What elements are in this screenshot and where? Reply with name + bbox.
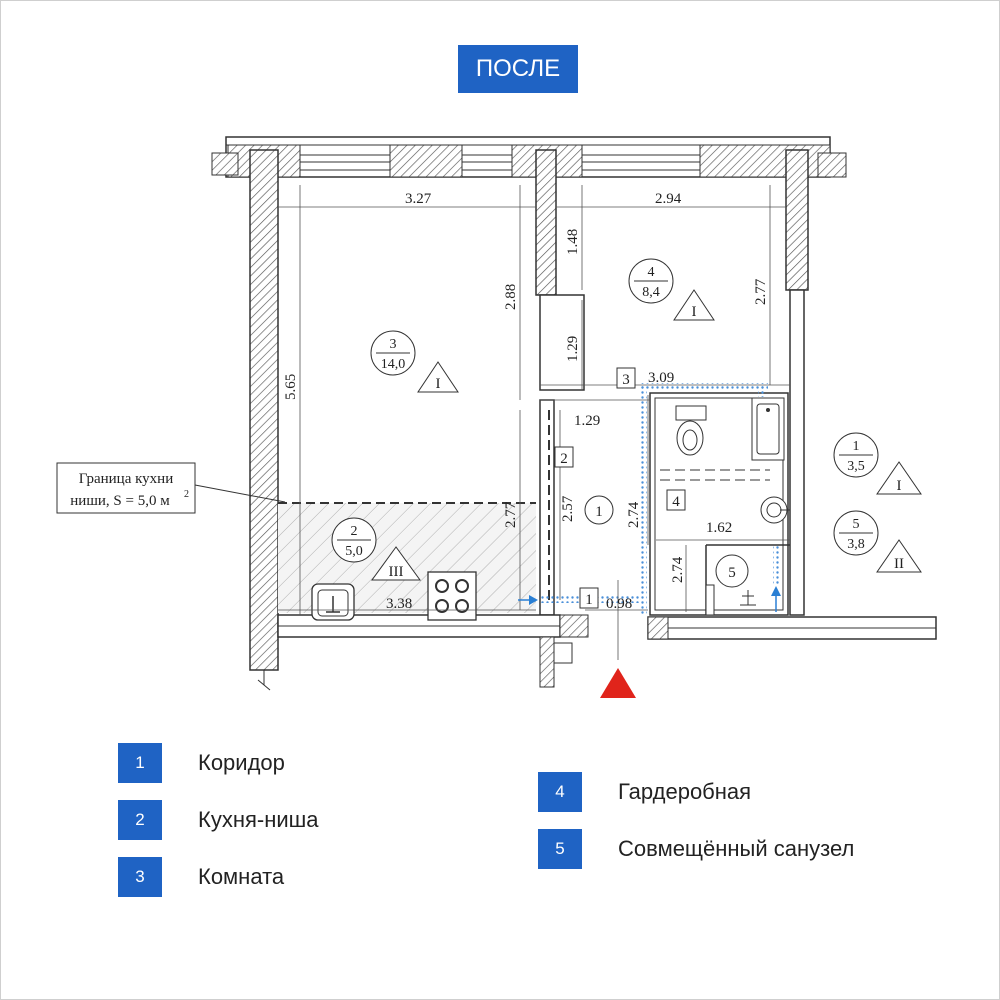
dim-partition-upper: 2.88	[503, 284, 519, 310]
right-wall	[785, 149, 809, 616]
room-number: 2	[351, 524, 358, 539]
room-number: 4	[648, 265, 655, 280]
central-partition	[535, 149, 585, 616]
room-class: I	[692, 304, 697, 320]
dim-wardrobe-height: 1.29	[565, 336, 581, 362]
dim-room4-width: 2.94	[655, 191, 682, 207]
dim-wardrobe-len: 2.74	[626, 501, 642, 528]
arrow-up-icon	[771, 586, 781, 612]
dim-bath-len: 2.74	[670, 556, 686, 583]
room-class: III	[389, 564, 404, 580]
dim-bath-width: 1.62	[706, 520, 732, 536]
legend-label: Коридор	[198, 750, 285, 775]
legend-number: 5	[538, 829, 582, 869]
bottom-wall	[277, 614, 937, 688]
callout-line1: Граница кухни	[79, 471, 174, 487]
room-class: I	[436, 376, 441, 392]
dim-bath-block-width: 3.09	[648, 370, 674, 386]
kitchen-boundary-callout: Граница кухни ниши, S = 5,0 м 2	[56, 462, 286, 514]
room-number: 3	[390, 337, 397, 352]
legend-item-5: 5 Совмещённый санузел	[538, 829, 854, 869]
sink-icon	[760, 496, 790, 524]
room-class: II	[894, 556, 904, 572]
left-wall	[249, 149, 279, 691]
bathtub-icon	[751, 397, 785, 461]
legend-label: Комната	[198, 864, 285, 889]
room-label-2: 2 5,0 III	[331, 517, 421, 581]
room-marker-5: 5	[715, 554, 749, 588]
room-area: 14,0	[381, 357, 406, 372]
room-marker-3: 3	[616, 367, 636, 389]
dim-kitchen-len: 3.38	[386, 596, 412, 612]
room-label-4: 4 8,4 I	[628, 258, 715, 321]
legend-item-3: 3 Комната	[118, 857, 284, 897]
callout-line2: ниши, S = 5,0 м	[70, 493, 170, 509]
room-label-5: 5 3,8 II	[833, 510, 922, 573]
dim-passage-width: 1.29	[574, 413, 600, 429]
room-class: I	[897, 478, 902, 494]
marker-text: 4	[672, 494, 680, 510]
floor-plan: 3.27 2.94 5.65 2.88 1.48 2.77 1.29 1.29 …	[56, 136, 937, 698]
room-number: 1	[853, 439, 860, 454]
marker-text: 2	[560, 451, 568, 467]
room-area: 5,0	[345, 544, 363, 559]
legend-number: 2	[118, 800, 162, 840]
legend-number: 4	[538, 772, 582, 812]
room-area: 3,8	[847, 537, 865, 552]
room-number: 5	[853, 517, 860, 532]
room-area: 8,4	[642, 285, 660, 300]
legend-label: Гардеробная	[618, 779, 752, 804]
marker-text: 3	[622, 372, 630, 388]
room-marker-1: 1	[584, 495, 614, 525]
legend-label: Совмещённый санузел	[618, 836, 855, 861]
page-title: ПОСЛЕ	[458, 45, 578, 93]
legend-item-1: 1 Коридор	[118, 743, 285, 783]
room-area: 3,5	[847, 459, 865, 474]
stove-icon	[427, 571, 477, 621]
legend-item-4: 4 Гардеробная	[538, 772, 751, 812]
floor-drain-icon	[740, 590, 756, 606]
dim-room3-length: 5.65	[283, 374, 299, 400]
dim-corridor-len-b: 2.57	[560, 495, 576, 522]
room-label-1: 1 3,5 I	[833, 432, 922, 495]
room-marker-4: 4	[666, 489, 686, 511]
entrance-arrow-icon	[600, 668, 636, 698]
dim-room4-depth-b: 2.77	[753, 278, 769, 305]
dim-room4-depth-a: 1.48	[565, 229, 581, 255]
dim-door-width: 0.98	[606, 596, 632, 612]
toilet-icon	[675, 405, 707, 456]
legend-label: Кухня-ниша	[198, 807, 319, 832]
room-marker-1b: 1	[579, 587, 599, 609]
arrow-icon	[518, 595, 538, 605]
exterior-wall	[211, 136, 847, 178]
marker-text: 1	[585, 592, 593, 608]
dimension-lines	[278, 185, 790, 660]
legend-number: 3	[118, 857, 162, 897]
room-marker-2: 2	[554, 446, 574, 468]
dim-room3-width: 3.27	[405, 191, 432, 207]
callout-superscript: 2	[184, 489, 189, 500]
legend-number: 1	[118, 743, 162, 783]
dim-corridor-len-a: 2.77	[503, 501, 519, 528]
legend-item-2: 2 Кухня-ниша	[118, 800, 319, 840]
room-label-3: 3 14,0 I	[370, 330, 459, 393]
marker-text: 1	[595, 504, 603, 520]
kitchen-sink-icon	[311, 583, 355, 621]
marker-text: 5	[728, 565, 736, 581]
